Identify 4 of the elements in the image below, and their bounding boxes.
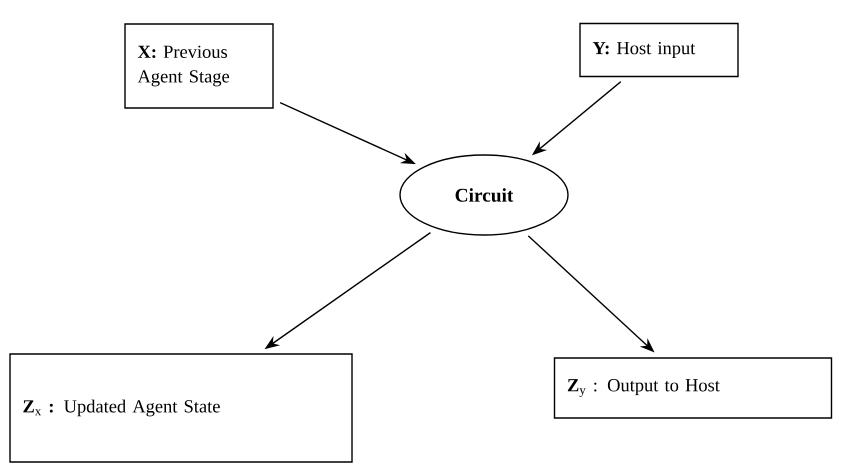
text-box: X: Previous Agent Stage [124, 23, 274, 109]
text-box: Z$_{x}$ : Updated Agent State [9, 353, 353, 463]
text-box: Z$_{y}$ : Output to Host [554, 357, 832, 419]
text-box: Y: Host input [579, 22, 739, 78]
